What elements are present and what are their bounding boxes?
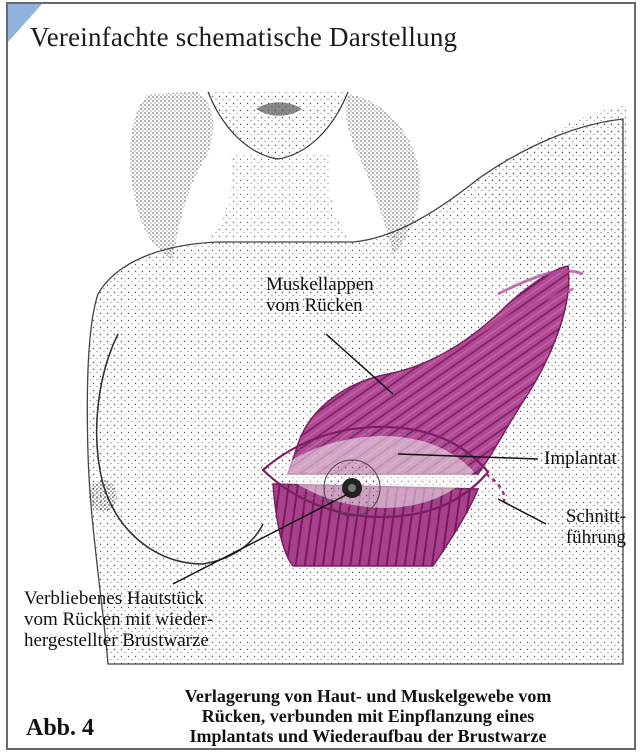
label-skin-piece-line1: Verbliebenes Hautstück xyxy=(24,588,213,609)
label-skin-piece-line3: hergestellter Brustwarze xyxy=(24,630,213,651)
label-incision-line2: führung xyxy=(548,527,626,548)
neck xyxy=(208,154,353,239)
label-skin-piece: Verbliebenes Hautstück vom Rücken mit wi… xyxy=(24,588,213,651)
label-skin-piece-line2: vom Rücken mit wieder- xyxy=(24,609,213,630)
caption-line2: Rücken, verbunden mit Einpflanzung eines xyxy=(148,706,588,726)
caption-line3: Implantats und Wiederaufbau der Brustwar… xyxy=(148,726,588,746)
label-muscle-flap-line1: Muskellappen xyxy=(266,274,374,295)
label-muscle-flap-line2: vom Rücken xyxy=(266,295,374,316)
label-incision: Schnitt- führung xyxy=(548,506,626,548)
label-incision-line1: Schnitt- xyxy=(548,506,626,527)
chin xyxy=(208,92,348,159)
label-muscle-flap: Muskellappen vom Rücken xyxy=(266,274,374,316)
figure-frame: Vereinfachte schematische Darstellung xyxy=(6,2,636,750)
natural-nipple xyxy=(89,480,117,512)
hair-left xyxy=(130,92,213,259)
figure-number: Abb. 4 xyxy=(26,715,94,742)
label-implant: Implantat xyxy=(544,448,617,469)
figure-caption: Verlagerung von Haut- und Muskelgewebe v… xyxy=(148,686,588,746)
caption-line1: Verlagerung von Haut- und Muskelgewebe v… xyxy=(148,686,588,706)
